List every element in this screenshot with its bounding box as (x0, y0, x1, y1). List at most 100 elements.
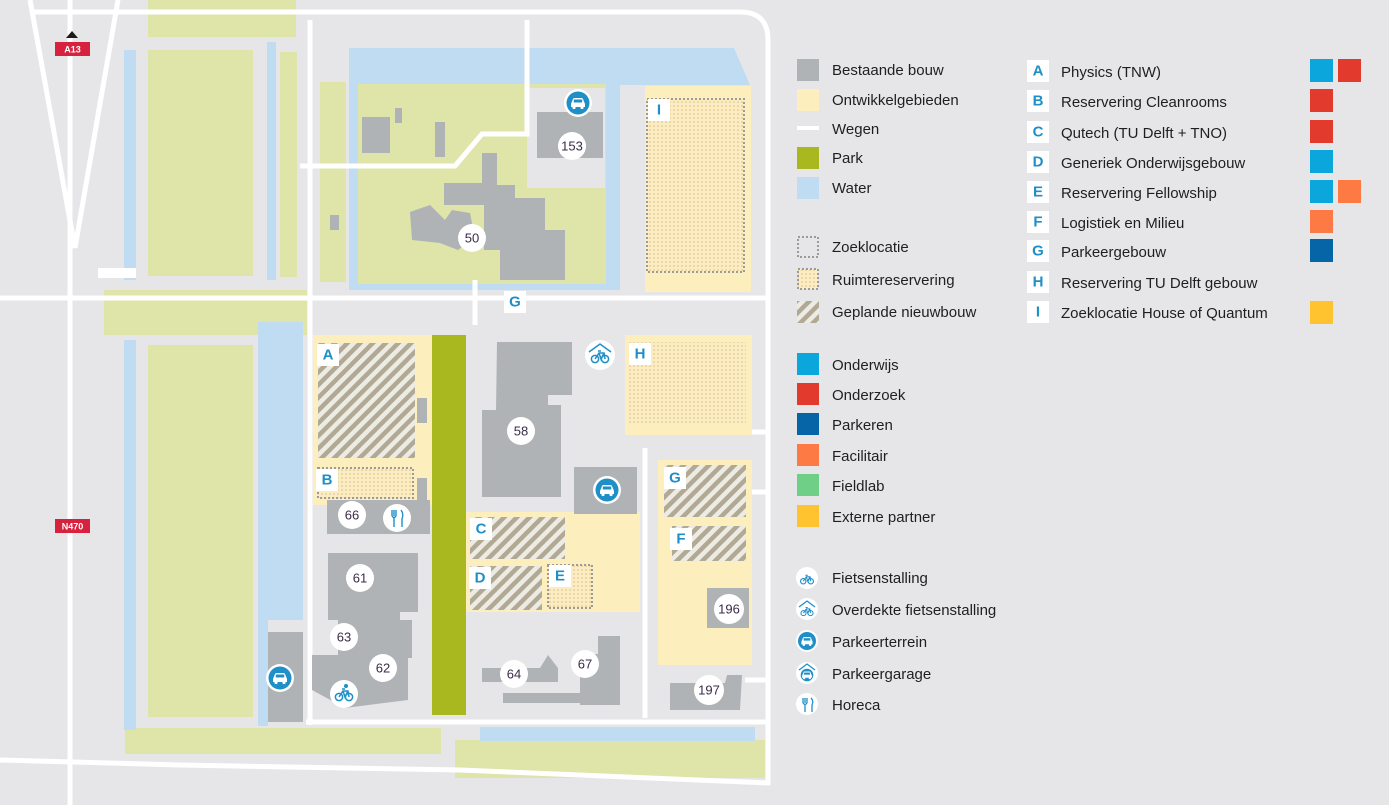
building-66[interactable]: 66 (338, 501, 366, 529)
svg-text:Zoeklocatie: Zoeklocatie (832, 239, 909, 256)
site-a[interactable]: A Physics (TNW) (1027, 59, 1361, 82)
cutlery-icon (796, 693, 818, 715)
svg-text:D: D (475, 570, 486, 587)
svg-text:Ruimtereservering: Ruimtereservering (832, 272, 955, 289)
legend-item-bicycle-parking: Fietsenstalling (796, 567, 928, 589)
building-67[interactable]: 67 (571, 650, 599, 678)
zone-marker-g[interactable]: G (664, 467, 686, 489)
legend-item-external-partner: Externe partner (797, 505, 935, 527)
svg-text:50: 50 (465, 231, 479, 246)
legend-item-fieldlab: Fieldlab (797, 474, 885, 496)
road-label-n470: N470 (55, 519, 90, 533)
svg-text:Parkeren: Parkeren (832, 417, 893, 434)
svg-text:58: 58 (514, 424, 528, 439)
legend-area-types: Bestaande bouw Ontwikkelgebieden Wegen P… (797, 59, 959, 199)
svg-text:61: 61 (353, 571, 367, 586)
building-197[interactable]: 197 (694, 675, 724, 705)
svg-text:D: D (1033, 154, 1044, 171)
cutlery-icon[interactable] (383, 504, 411, 532)
svg-text:Reservering Fellowship: Reservering Fellowship (1061, 185, 1217, 202)
svg-text:Geplande nieuwbouw: Geplande nieuwbouw (832, 304, 976, 321)
svg-text:Parkeerterrein: Parkeerterrein (832, 634, 927, 651)
zone-marker-e[interactable]: E (549, 565, 571, 587)
site-e[interactable]: E Reservering Fellowship (1027, 180, 1361, 203)
zone-marker-b[interactable]: B (316, 469, 338, 491)
zone-marker-d[interactable]: D (469, 567, 491, 589)
svg-text:Fieldlab: Fieldlab (832, 478, 885, 495)
zone-marker-f[interactable]: F (670, 528, 692, 550)
svg-text:B: B (1033, 93, 1044, 110)
svg-text:Reservering TU Delft gebouw: Reservering TU Delft gebouw (1061, 275, 1258, 292)
svg-text:Qutech (TU Delft + TNO): Qutech (TU Delft + TNO) (1061, 125, 1227, 142)
site-i[interactable]: I Zoeklocatie House of Quantum (1027, 301, 1333, 324)
site-category-swatch (1310, 210, 1333, 233)
site-category-swatch (1310, 120, 1333, 143)
building-61[interactable]: 61 (346, 564, 374, 592)
svg-text:67: 67 (578, 657, 592, 672)
building-63[interactable]: 63 (330, 623, 358, 651)
zone-marker-a[interactable]: A (317, 344, 339, 366)
svg-text:Externe partner: Externe partner (832, 509, 935, 526)
svg-text:N470: N470 (62, 522, 84, 532)
svg-text:Onderwijs: Onderwijs (832, 357, 899, 374)
building-196[interactable]: 196 (714, 594, 744, 624)
legend-item-facilities: Facilitair (797, 444, 888, 466)
legend-item-catering: Horeca (796, 693, 881, 715)
zone-marker-i[interactable]: I (648, 99, 670, 121)
building-64[interactable]: 64 (500, 660, 528, 688)
svg-text:E: E (1033, 184, 1043, 201)
svg-text:Ontwikkelgebieden: Ontwikkelgebieden (832, 92, 959, 109)
covered-bicycle-icon[interactable] (585, 340, 615, 370)
site-d[interactable]: D Generiek Onderwijsgebouw (1027, 150, 1333, 173)
legend-icons: Fietsenstalling Overdekte fietsenstallin… (796, 567, 996, 715)
site-g[interactable]: G Parkeergebouw (1027, 239, 1333, 262)
svg-text:A: A (1033, 63, 1044, 80)
site-category-swatch (1310, 239, 1333, 262)
svg-text:Fietsenstalling: Fietsenstalling (832, 570, 928, 587)
svg-text:F: F (1033, 214, 1042, 231)
site-category-swatch (1310, 301, 1333, 324)
legend-item-existing-buildings: Bestaande bouw (797, 59, 944, 81)
svg-text:A13: A13 (64, 45, 81, 55)
car-icon[interactable] (266, 664, 294, 692)
site-category-swatch (1338, 59, 1361, 82)
car-icon[interactable] (564, 89, 592, 117)
legend-item-water: Water (797, 177, 871, 199)
site-f[interactable]: F Logistiek en Milieu (1027, 210, 1333, 233)
site-h[interactable]: H Reservering TU Delft gebouw (1027, 271, 1258, 293)
legend-item-parking: Parkeren (797, 413, 893, 435)
svg-text:H: H (635, 346, 646, 363)
svg-text:Logistiek en Milieu: Logistiek en Milieu (1061, 215, 1184, 232)
svg-text:66: 66 (345, 508, 359, 523)
legend-sites: A Physics (TNW) B Reservering Cleanrooms… (1027, 59, 1361, 324)
svg-text:Park: Park (832, 150, 863, 167)
legend-item-roads: Wegen (797, 121, 879, 138)
svg-text:H: H (1033, 274, 1044, 291)
car-icon[interactable] (593, 476, 621, 504)
site-b[interactable]: B Reservering Cleanrooms (1027, 89, 1333, 112)
svg-text:G: G (1032, 243, 1044, 260)
zone-marker-c[interactable]: C (470, 518, 492, 540)
bicycle-icon[interactable] (330, 680, 358, 708)
svg-text:64: 64 (507, 667, 521, 682)
site-c[interactable]: C Qutech (TU Delft + TNO) (1027, 120, 1333, 143)
zone-marker-g-road[interactable]: G (504, 291, 526, 313)
svg-text:Generiek Onderwijsgebouw: Generiek Onderwijsgebouw (1061, 155, 1245, 172)
svg-text:Water: Water (832, 180, 871, 197)
legend-item-covered-bicycle-parking: Overdekte fietsenstalling (796, 598, 996, 620)
zone-marker-h[interactable]: H (629, 343, 651, 365)
building-58[interactable]: 58 (507, 417, 535, 445)
svg-text:Wegen: Wegen (832, 121, 879, 138)
svg-text:C: C (1033, 124, 1044, 141)
svg-text:F: F (676, 531, 685, 548)
svg-text:B: B (322, 472, 333, 489)
building-153[interactable]: 153 (558, 132, 586, 160)
svg-text:Overdekte fietsenstalling: Overdekte fietsenstalling (832, 602, 996, 619)
svg-text:I: I (657, 102, 661, 119)
building-62[interactable]: 62 (369, 654, 397, 682)
svg-text:Bestaande bouw: Bestaande bouw (832, 62, 944, 79)
building-50[interactable]: 50 (458, 224, 486, 252)
svg-text:Parkeergarage: Parkeergarage (832, 666, 931, 683)
